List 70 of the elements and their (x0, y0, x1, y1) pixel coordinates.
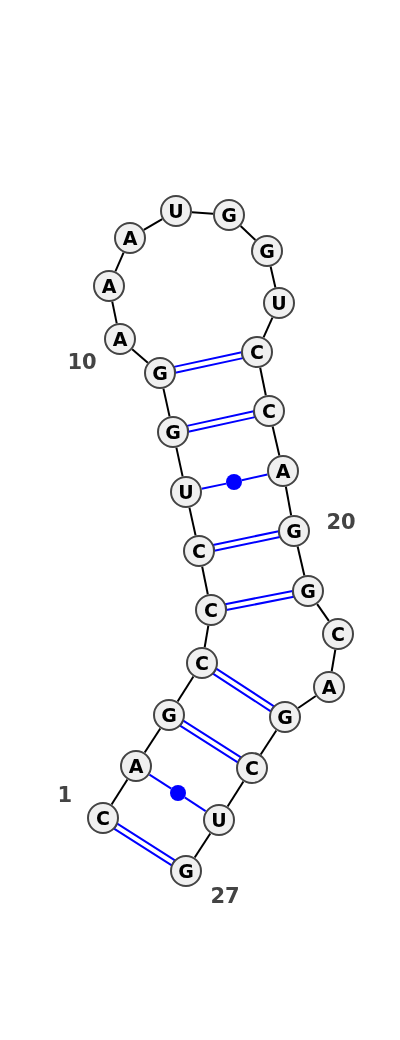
backbone-line (175, 446, 184, 478)
nucleotide-circle: C (87, 802, 119, 834)
backbone-line (176, 675, 195, 703)
base-pair-line (200, 482, 228, 490)
position-number: 10 (67, 351, 97, 373)
base-pair-line (186, 410, 256, 433)
nucleotide-circle: A (93, 270, 125, 302)
backbone-line (193, 832, 212, 859)
nucleotide-circle: C (322, 618, 354, 650)
position-number: 20 (326, 511, 356, 533)
backbone-line (316, 603, 330, 622)
nucleotide-circle: C (186, 647, 218, 679)
backbone-line (131, 348, 149, 364)
nucleotide-circle: C (195, 594, 227, 626)
backbone-line (114, 251, 125, 273)
backbone-line (271, 425, 281, 457)
nucleotide-circle: G (292, 575, 324, 607)
backbone-line (269, 265, 277, 289)
backbone-line (111, 300, 118, 325)
nucleotide-circle: C (241, 336, 273, 368)
backbone-line (203, 624, 210, 649)
backbone-line (262, 316, 274, 339)
base-pair-line (148, 773, 173, 790)
nucleotide-circle: G (144, 357, 176, 389)
nucleotide-circle: U (170, 476, 202, 508)
nucleotide-circle: U (263, 287, 295, 319)
nucleotide-circle: G (269, 701, 301, 733)
nucleotide-circle: G (157, 416, 189, 448)
backbone-line (296, 545, 306, 577)
nucleotide-circle: G (153, 699, 185, 731)
nucleotide-circle: A (104, 323, 136, 355)
backbone-line (188, 506, 197, 537)
backbone-line (190, 211, 215, 215)
nucleotide-circle: A (267, 455, 299, 487)
backbone-line (330, 648, 337, 673)
position-number: 1 (57, 784, 73, 806)
nucleotide-circle: A (114, 222, 146, 254)
nucleotide-circle: C (236, 752, 268, 784)
base-pair-line (173, 351, 244, 374)
nucleotide-circle: U (160, 195, 192, 227)
nucleotide-circle: G (251, 235, 283, 267)
nucleotide-circle: G (170, 855, 202, 887)
nucleotide-circle: G (278, 515, 310, 547)
backbone-line (143, 727, 162, 754)
backbone-line (201, 565, 209, 596)
backbone-line (142, 218, 164, 231)
base-pair-line (183, 796, 207, 813)
nucleotide-circle: A (313, 671, 345, 703)
nucleotide-circle: A (120, 750, 152, 782)
backbone-line (226, 780, 245, 808)
backbone-line (259, 729, 278, 756)
nucleotide-circle: U (203, 804, 235, 836)
nucleotide-circle: C (253, 395, 285, 427)
pair-dot (170, 785, 186, 801)
base-pair-line (224, 589, 295, 612)
nucleotide-circle: G (213, 199, 245, 231)
backbone-line (239, 225, 257, 241)
backbone-line (259, 366, 267, 397)
backbone-line (110, 778, 129, 806)
position-number: 27 (210, 885, 240, 907)
base-pair-line (240, 473, 269, 482)
backbone-line (297, 695, 317, 709)
base-pair-line (212, 530, 281, 552)
backbone-line (284, 485, 293, 517)
nucleotide-circle: C (183, 535, 215, 567)
base-pair-line (211, 667, 276, 713)
base-pair-line (179, 719, 242, 764)
pair-dot (226, 474, 242, 490)
base-pair-line (113, 822, 176, 867)
backbone-line (162, 387, 171, 418)
